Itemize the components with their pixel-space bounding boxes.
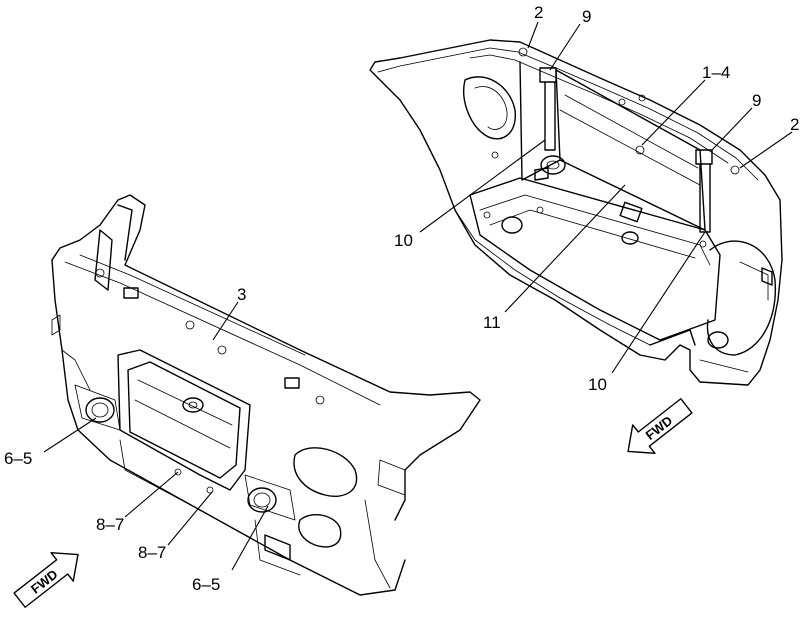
- callout-9-right: 9: [752, 91, 761, 110]
- front-bumper-assembly: [51, 194, 481, 596]
- callout-10-bottom: 10: [588, 375, 607, 394]
- callout-8-7-lower: 8–7: [138, 543, 166, 562]
- fwd-arrow-upper: FWD: [627, 398, 693, 454]
- callout-3: 3: [237, 285, 246, 304]
- callout-2-right: 2: [790, 115, 799, 134]
- callout-11: 11: [483, 313, 501, 332]
- callout-9-top: 9: [582, 7, 591, 26]
- callout-8-7-upper: 8–7: [96, 515, 124, 534]
- callout-10-left: 10: [394, 231, 413, 250]
- callout-6-5-bottom: 6–5: [192, 575, 220, 594]
- callout-1-4: 1–4: [702, 63, 730, 82]
- fwd-arrow-lower: FWD: [13, 552, 79, 608]
- rear-bumper-assembly: [369, 39, 783, 386]
- callout-6-5-left: 6–5: [4, 449, 32, 468]
- callout-2-top-left: 2: [534, 3, 543, 22]
- leader-lines: [43, 21, 793, 571]
- callout-labels: 2 9 1–4 9 2 10 11 10 3 6–5 8–7 8–7 6–5: [4, 3, 799, 594]
